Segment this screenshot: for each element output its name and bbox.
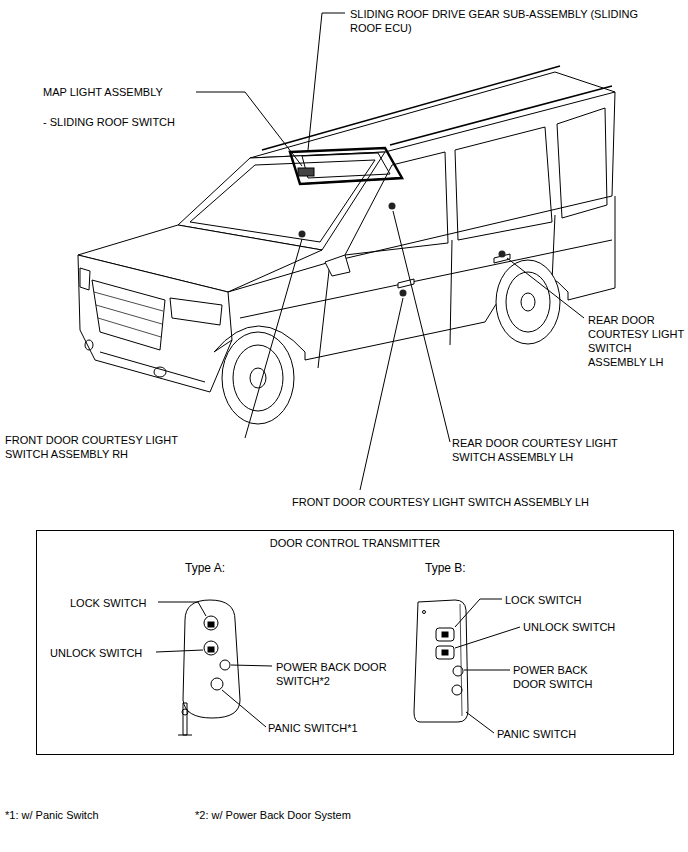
front-face <box>78 255 232 392</box>
switch-label: UNLOCK SWITCH <box>523 620 615 634</box>
leader-line <box>360 298 403 490</box>
type-label: Type B: <box>425 561 466 575</box>
type-label: Type A: <box>185 561 225 575</box>
indicator <box>423 611 426 614</box>
grille <box>92 280 165 350</box>
part-label: FRONT DOOR COURTESY LIGHT SWITCH ASSEMBL… <box>5 433 205 461</box>
footnote: *1: w/ Panic Switch <box>5 808 99 822</box>
part-label: SLIDING ROOF DRIVE GEAR SUB-ASSEMBLY (SL… <box>350 7 650 35</box>
box-title: DOOR CONTROL TRANSMITTER <box>37 536 673 550</box>
transmitter-a <box>156 600 272 735</box>
key-blade <box>178 703 192 735</box>
unlock-icon <box>208 647 214 652</box>
mirror <box>325 255 350 276</box>
bumper-line <box>100 352 205 382</box>
part-label: - SLIDING ROOF SWITCH <box>43 115 175 129</box>
leader-line <box>156 602 272 727</box>
roof-rail <box>262 66 612 150</box>
leader-line <box>196 92 302 166</box>
grille-bar <box>94 292 163 337</box>
headlight <box>80 268 90 290</box>
leader-line <box>308 13 345 150</box>
button <box>220 660 230 670</box>
roof-glass <box>302 153 390 178</box>
fog-light <box>154 367 166 377</box>
roof-rail <box>300 178 402 184</box>
button <box>436 646 454 659</box>
switch-symbol <box>499 251 506 258</box>
roof <box>250 72 615 158</box>
frame-box: DOOR CONTROL TRANSMITTER <box>36 530 674 755</box>
switch-label: LOCK SWITCH <box>70 596 146 610</box>
hub <box>521 293 535 311</box>
sliding-roof <box>290 148 402 184</box>
beltline <box>228 92 615 292</box>
leader-line <box>455 599 520 733</box>
map-light <box>298 168 314 176</box>
key-fob <box>183 600 240 718</box>
part-label: FRONT DOOR COURTESY LIGHT SWITCH ASSEMBL… <box>292 495 589 509</box>
button <box>453 666 463 676</box>
switch-label: LOCK SWITCH <box>505 593 581 607</box>
part-label: REAR DOOR COURTESY LIGHT SWITCH ASSEMBLY… <box>588 313 684 369</box>
side-window <box>557 108 607 218</box>
fog-light <box>85 340 93 350</box>
switch-symbol <box>400 290 407 297</box>
switch-symbol <box>389 203 396 210</box>
button <box>204 641 218 655</box>
lock-icon <box>442 632 448 637</box>
leader-line <box>507 258 584 318</box>
roof-drive-frame <box>290 148 402 184</box>
button <box>204 616 218 630</box>
leader-lines <box>196 13 584 490</box>
hub <box>250 368 266 388</box>
button <box>436 628 454 641</box>
headlight <box>170 298 222 325</box>
switch-label: POWER BACK DOOR SWITCH*2 <box>276 660 388 688</box>
rim <box>233 345 283 411</box>
part-label: REAR DOOR COURTESY LIGHT SWITCH ASSEMBLY… <box>452 436 652 464</box>
switch-label: POWER BACK DOOR SWITCH <box>513 663 617 691</box>
leader-line <box>393 211 450 442</box>
switch-symbol <box>299 231 306 238</box>
switch-label: PANIC SWITCH*1 <box>268 721 358 735</box>
windshield-glass <box>190 160 375 242</box>
side-window <box>455 127 552 240</box>
transmitter-b <box>414 599 520 733</box>
button <box>452 685 462 695</box>
card-key <box>414 600 468 722</box>
tire <box>222 332 294 424</box>
footnote: *2: w/ Power Back Door System <box>195 808 351 822</box>
leader-line <box>245 239 302 438</box>
tire <box>496 260 560 344</box>
unlock-icon <box>442 650 448 655</box>
switch-label: PANIC SWITCH <box>497 727 576 741</box>
part-label: MAP LIGHT ASSEMBLY <box>43 85 163 99</box>
rim <box>506 272 550 332</box>
switch-label: UNLOCK SWITCH <box>50 646 142 660</box>
key-ring <box>182 709 188 715</box>
lock-icon <box>208 622 214 627</box>
button <box>211 678 223 690</box>
